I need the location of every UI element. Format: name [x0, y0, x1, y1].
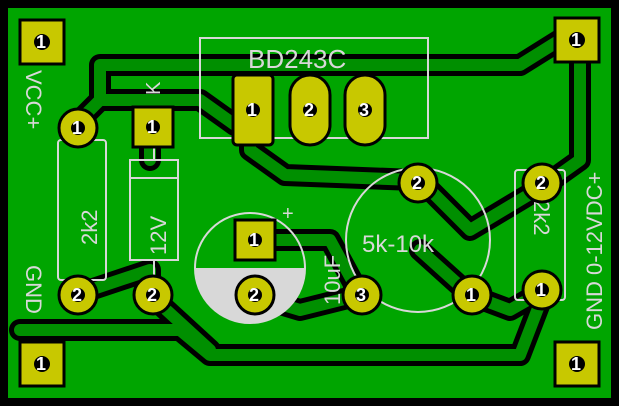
resistor-r2-label: 2k2 [529, 200, 554, 235]
capacitor-plus: + [282, 203, 294, 225]
r2-pad-2: 2 [521, 162, 563, 204]
mounting-pad-top-right: 1 [553, 16, 601, 64]
transistor-pad-2: 2 [288, 73, 332, 147]
svg-text:1: 1 [36, 32, 46, 52]
svg-text:1: 1 [571, 354, 581, 374]
zener-pad-2: 2 [132, 274, 174, 316]
r1-pad-2: 2 [57, 274, 99, 316]
svg-text:3: 3 [356, 285, 366, 305]
potentiometer-pad-2: 2 [397, 162, 439, 204]
svg-text:2: 2 [304, 100, 314, 120]
svg-text:2: 2 [412, 173, 422, 193]
svg-text:1: 1 [147, 117, 157, 137]
gnd-left-label: GND [21, 265, 46, 314]
resistor-r1-label: 2k2 [77, 210, 102, 245]
mounting-pad-top-left: 1 [18, 18, 66, 66]
svg-text:1: 1 [466, 285, 476, 305]
svg-text:2: 2 [72, 285, 82, 305]
capacitor-label: 10uF [320, 255, 345, 305]
svg-text:2: 2 [536, 173, 546, 193]
svg-text:1: 1 [536, 280, 546, 300]
transistor-label: BD243C [248, 44, 346, 74]
mounting-pad-bottom-left: 1 [18, 340, 66, 388]
svg-text:1: 1 [571, 30, 581, 50]
potentiometer-pad-1: 1 [451, 274, 493, 316]
zener-label: 12V [146, 216, 171, 255]
potentiometer-label: 5k-10k [362, 231, 435, 258]
capacitor-pad-1: 1 [233, 218, 277, 262]
svg-text:2: 2 [147, 285, 157, 305]
capacitor-pad-2: 2 [234, 274, 276, 316]
transistor-pad-1: 1 [231, 73, 275, 147]
svg-text:2: 2 [249, 285, 259, 305]
svg-text:3: 3 [359, 100, 369, 120]
mounting-pad-bottom-right: 1 [553, 340, 601, 388]
copper-traces [9, 29, 591, 366]
vcc-label: VCC+ [21, 70, 46, 129]
svg-text:1: 1 [249, 230, 259, 250]
output-label: GND 0-12VDC+ [582, 172, 607, 330]
r1-pad-1: 1 [57, 107, 99, 149]
svg-text:1: 1 [72, 118, 82, 138]
zener-k-label: K [143, 81, 165, 95]
svg-text:1: 1 [36, 354, 46, 374]
r2-pad-1: 1 [521, 269, 563, 311]
potentiometer-pad-3: 3 [341, 274, 383, 316]
transistor-pad-3: 3 [343, 73, 387, 147]
svg-text:1: 1 [247, 100, 257, 120]
zener-pad-1: 1 [131, 105, 175, 149]
